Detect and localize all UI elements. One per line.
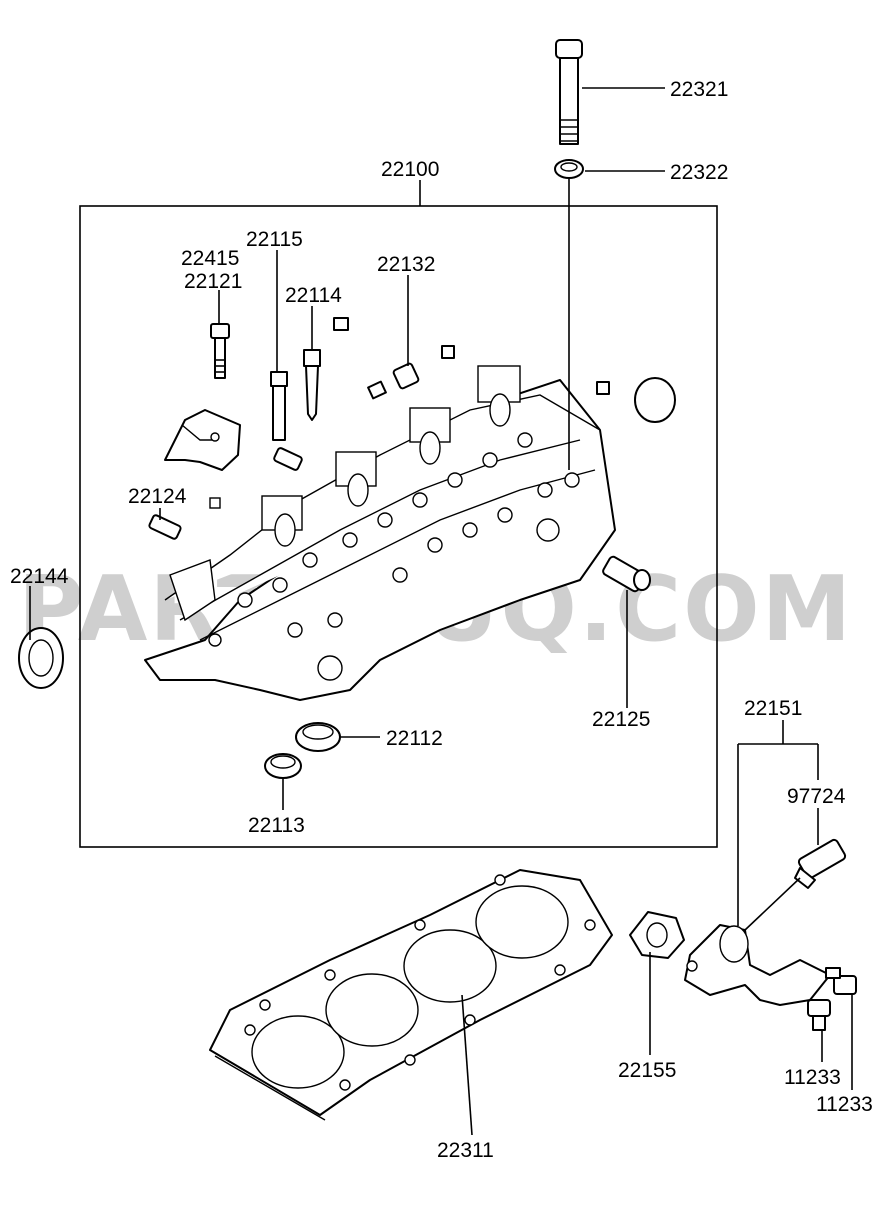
label-22155[interactable]: 22155 (618, 1059, 676, 1082)
cup-plug[interactable] (634, 377, 676, 423)
part-22115-valve-guide[interactable] (270, 371, 288, 441)
part-11233-bolt-a[interactable] (807, 999, 831, 1031)
part-22321-bolt[interactable] (555, 39, 583, 145)
label-22100[interactable]: 22100 (381, 158, 439, 181)
assembly-frame (79, 205, 718, 848)
part-22151-water-outlet[interactable] (684, 924, 831, 1006)
bearing-cap[interactable] (164, 409, 241, 509)
label-22114[interactable]: 22114 (285, 284, 342, 307)
label-22115[interactable]: 22115 (246, 228, 303, 251)
part-22113-valve-seat[interactable] (264, 753, 302, 779)
label-11233-a[interactable]: 11233 (784, 1066, 841, 1089)
part-22125-plug[interactable] (602, 555, 651, 593)
label-22311[interactable]: 22311 (437, 1139, 494, 1162)
part-22322-washer[interactable] (554, 159, 584, 179)
label-11233-b[interactable]: 11233 (816, 1093, 873, 1116)
part-22311-head-gasket[interactable] (209, 869, 613, 1121)
part-97724-sensor[interactable] (794, 838, 847, 889)
label-22112[interactable]: 22112 (386, 727, 443, 750)
part-11233-bolt-b[interactable] (825, 967, 857, 995)
label-97724[interactable]: 97724 (787, 785, 846, 808)
part-22132-stud[interactable] (367, 345, 610, 400)
cylinder-head[interactable] (144, 365, 616, 701)
label-22125[interactable]: 22125 (592, 708, 650, 731)
label-22113[interactable]: 22113 (248, 814, 305, 837)
part-22144-oil-seal[interactable] (18, 627, 64, 689)
label-22121[interactable]: 22121 (184, 270, 242, 293)
label-22322[interactable]: 22322 (670, 161, 728, 184)
leader-lines (29, 87, 853, 1136)
label-22144[interactable]: 22144 (10, 565, 69, 588)
label-22415[interactable]: 22415 (181, 247, 239, 270)
part-22114-valve-guide[interactable] (303, 317, 349, 421)
label-22151[interactable]: 22151 (744, 697, 802, 720)
part-22121-bolt[interactable] (210, 323, 230, 379)
label-22321[interactable]: 22321 (670, 78, 728, 101)
part-22112-valve-seat[interactable] (295, 722, 341, 752)
label-22124[interactable]: 22124 (128, 485, 187, 508)
part-22124-stud[interactable] (148, 447, 303, 540)
part-22155-gasket[interactable] (629, 911, 685, 959)
part-labels: 22321 22322 22100 22115 22415 22121 2211… (10, 78, 873, 1162)
label-22132[interactable]: 22132 (377, 253, 435, 276)
